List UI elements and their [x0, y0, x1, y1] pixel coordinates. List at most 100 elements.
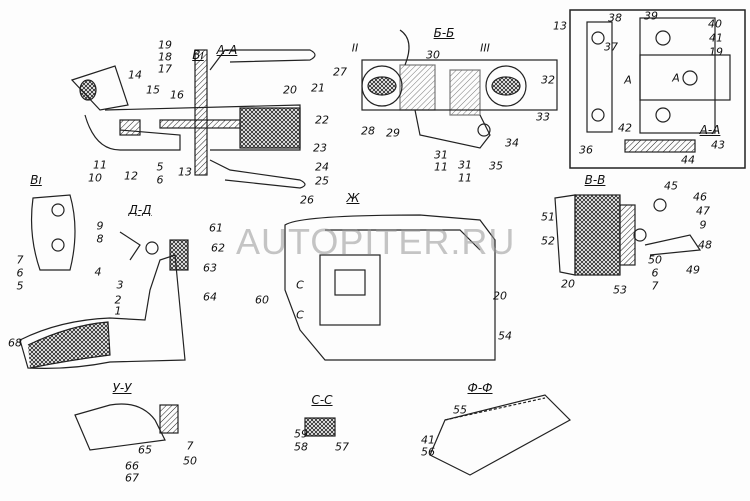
callout-label: 17 [158, 62, 172, 76]
callout-label: 66 [125, 459, 139, 473]
callout-label: 9 [699, 218, 707, 232]
callout-label: 20 [493, 289, 507, 303]
callout-label: 5 [16, 279, 24, 293]
callout-label: 13 [178, 165, 192, 179]
callout-label: 13 [553, 19, 567, 33]
watermark: AUTOPITER.RU [236, 221, 516, 262]
callout-label: 59 [294, 427, 308, 441]
callout-label: 14 [128, 68, 142, 82]
callout-label: 22 [315, 113, 329, 127]
callout-label: 64 [203, 290, 217, 304]
callout-label: 50 [648, 253, 662, 267]
callout-label: 28 [361, 124, 375, 138]
callout-label: 16 [170, 88, 184, 102]
callout-label: 20 [561, 277, 575, 291]
section-title: С-С [311, 393, 333, 407]
callout-label: 63 [203, 261, 217, 275]
callout-label: 42 [618, 121, 632, 135]
callout-label: 19 [709, 45, 723, 59]
callout-label: 41 [421, 433, 435, 447]
section-title: Б-Б [433, 26, 455, 40]
callout-label: 3 [116, 278, 124, 292]
section-title: А-А [216, 43, 238, 57]
callout-label: 6 [16, 266, 24, 280]
callout-label: 7 [651, 279, 659, 293]
callout-label: C [296, 308, 304, 322]
section-title: У-У [112, 381, 132, 395]
callout-label: 60 [255, 293, 269, 307]
callout-label: 30 [426, 48, 440, 62]
callout-label: 39 [644, 9, 658, 23]
callout-label: C [296, 278, 304, 292]
callout-label: 34 [505, 136, 519, 150]
callout-label: 37 [604, 40, 618, 54]
callout-label: 9 [96, 219, 104, 233]
callout-label: 11 [434, 160, 448, 174]
callout-label: 41 [709, 31, 723, 45]
callout-label: 32 [541, 73, 555, 87]
callout-label: 44 [681, 153, 695, 167]
callout-label: 54 [498, 329, 512, 343]
callout-label: III [480, 41, 490, 55]
callout-label: 21 [311, 81, 325, 95]
callout-label: 11 [458, 171, 472, 185]
callout-label: 61 [209, 221, 223, 235]
section-title: Д-Д [128, 203, 152, 217]
section-title: Ф-Ф [467, 381, 493, 395]
callout-label: 65 [138, 443, 152, 457]
callout-label: 47 [696, 204, 710, 218]
callout-label: 51 [541, 210, 555, 224]
callout-label: A [624, 73, 632, 87]
cushion-block [239, 107, 301, 149]
section-title: Ж [346, 191, 360, 205]
callout-label: 57 [335, 440, 349, 454]
callout-label: 49 [686, 263, 700, 277]
callout-label: 33 [536, 110, 550, 124]
callout-label: 27 [333, 65, 347, 79]
callout-label: 68 [8, 336, 22, 350]
callout-label: 67 [125, 471, 139, 485]
section-title: В-В [584, 173, 606, 187]
callout-label: 2 [114, 293, 122, 307]
callout-label: 35 [489, 159, 503, 173]
callout-label: 8 [96, 232, 104, 246]
callout-label: 1 [114, 304, 122, 318]
callout-label: 29 [386, 126, 400, 140]
callout-label: 18 [158, 50, 172, 64]
callout-label: 5 [156, 160, 164, 174]
callout-label: 43 [711, 138, 725, 152]
callout-label: 55 [453, 403, 467, 417]
callout-label: 38 [608, 11, 622, 25]
callout-label: 24 [315, 160, 329, 174]
section-title: Вı [192, 48, 204, 62]
hinge-pillar [194, 49, 208, 176]
callout-label: 50 [183, 454, 197, 468]
callout-label: 19 [158, 38, 172, 52]
callout-label: 56 [421, 445, 435, 459]
callout-label: 11 [93, 158, 107, 172]
callout-label: 4 [94, 265, 102, 279]
callout-label: 6 [651, 266, 659, 280]
callout-label: 36 [579, 143, 593, 157]
callout-label: 62 [211, 241, 225, 255]
callout-label: 31 [458, 158, 472, 172]
callout-label: 40 [708, 17, 722, 31]
callout-label: 53 [613, 283, 627, 297]
callout-label: II [351, 41, 359, 55]
callout-label: 26 [300, 193, 314, 207]
callout-label: 6 [156, 173, 164, 187]
callout-label: 7 [16, 253, 24, 267]
callout-label: 31 [434, 148, 448, 162]
callout-label: 25 [315, 174, 329, 188]
callout-label: 12 [124, 169, 138, 183]
callout-label: 46 [693, 190, 707, 204]
callout-label: A [672, 71, 680, 85]
section-title: Вı [30, 173, 42, 187]
callout-label: 52 [541, 234, 555, 248]
callout-label: 7 [186, 439, 194, 453]
callout-label: 48 [698, 238, 712, 252]
callout-label: 15 [146, 83, 160, 97]
callout-label: 58 [294, 440, 308, 454]
